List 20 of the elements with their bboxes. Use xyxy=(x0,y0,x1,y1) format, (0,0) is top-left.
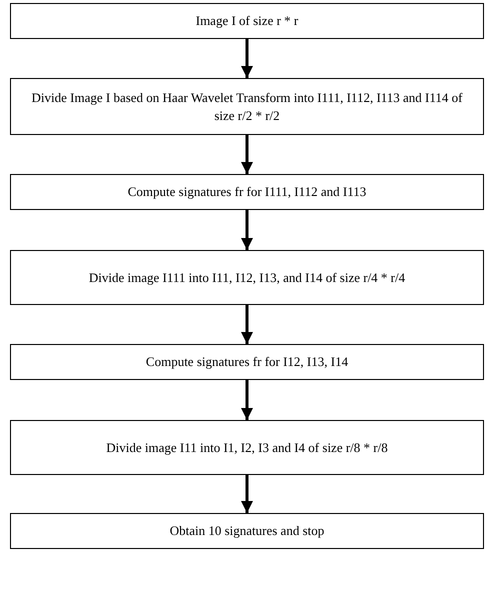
process-box xyxy=(10,250,484,305)
arrow xyxy=(241,305,253,344)
step-text: Divide image I111 into I11, I12, I13, and I14 of size r/4 * r/4 xyxy=(88,268,406,286)
arrow xyxy=(241,475,253,513)
step-text: Image I of size r * r xyxy=(196,12,298,30)
arrow xyxy=(241,135,253,174)
process-box xyxy=(10,420,484,475)
arrow xyxy=(241,380,253,420)
step-text: Compute signatures fr for I12, I13, I14 xyxy=(146,353,348,371)
step-text: Obtain 10 signatures and stop xyxy=(170,522,324,540)
arrow xyxy=(241,210,253,250)
process-box xyxy=(10,174,484,210)
step-text: Divide image I11 into I1, I2, I3 and I4 of size r/8 * r/8 xyxy=(106,438,388,456)
process-box xyxy=(10,344,484,380)
process-box xyxy=(10,3,484,39)
process-box xyxy=(10,78,484,135)
step-text: Divide Image I based on Haar Wavelet Transform into I111, I112, I113 and I114 of size r/2 * r/2 xyxy=(30,88,464,124)
arrow xyxy=(241,39,253,78)
step-text: Compute signatures fr for I111, I112 and I113 xyxy=(128,183,366,201)
process-box xyxy=(10,513,484,549)
